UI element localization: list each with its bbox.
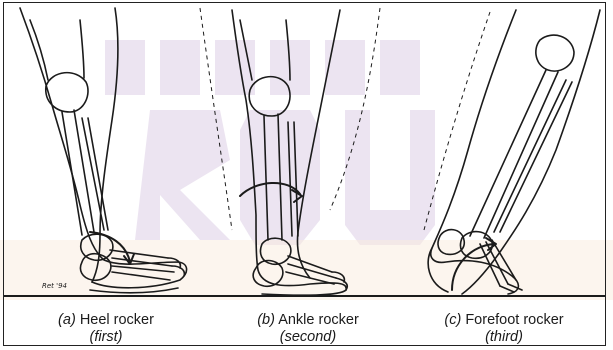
caption-letter: (b) bbox=[257, 312, 275, 328]
caption-heel-rocker-title: (a) Heel rocker bbox=[6, 312, 206, 329]
caption-forefoot-rocker: (c) Forefoot rocker (third) bbox=[404, 312, 604, 346]
caption-forefoot-rocker-title: (c) Forefoot rocker bbox=[404, 312, 604, 329]
caption-order: (first) bbox=[6, 329, 206, 346]
caption-heel-rocker: (a) Heel rocker (first) bbox=[6, 312, 206, 346]
caption-name: Forefoot rocker bbox=[465, 312, 563, 328]
caption-letter: (a) bbox=[58, 312, 76, 328]
caption-ankle-rocker: (b) Ankle rocker (second) bbox=[208, 312, 408, 346]
caption-name: Ankle rocker bbox=[278, 312, 359, 328]
caption-order: (second) bbox=[208, 329, 408, 346]
caption-ankle-rocker-title: (b) Ankle rocker bbox=[208, 312, 408, 329]
caption-order: (third) bbox=[404, 329, 604, 346]
figure-border bbox=[3, 2, 606, 346]
caption-letter: (c) bbox=[444, 312, 461, 328]
caption-name: Heel rocker bbox=[80, 312, 154, 328]
